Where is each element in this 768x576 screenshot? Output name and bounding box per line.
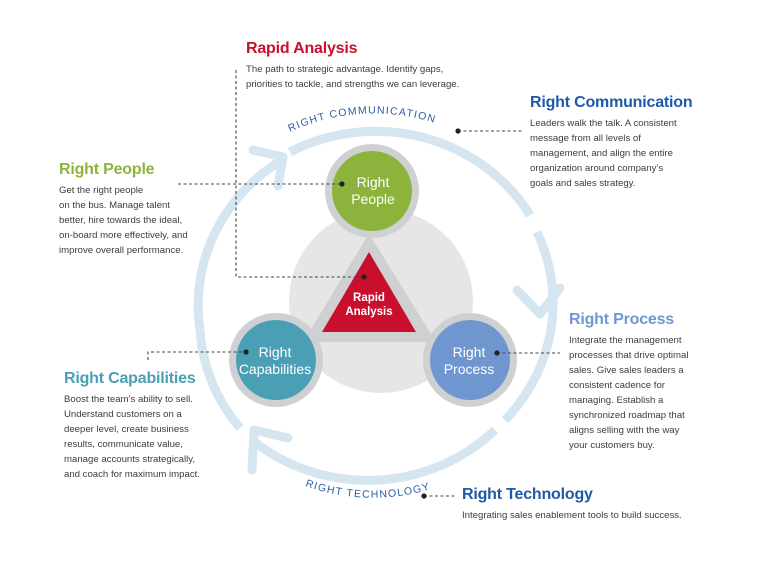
connector-dot-people bbox=[339, 181, 345, 187]
people-node[interactable] bbox=[332, 151, 412, 231]
rapid-analysis-line: The path to strategic advantage. Identif… bbox=[246, 64, 444, 75]
process-node-label-2: Process bbox=[444, 361, 495, 377]
process-line: consistent cadence for bbox=[569, 380, 665, 391]
connector-dot-capabilities bbox=[243, 349, 249, 355]
ring-arc-bottom bbox=[249, 426, 499, 485]
communication-line: organization around company’s bbox=[530, 163, 664, 174]
communication-block: Right Communication Leaders walk the tal… bbox=[530, 94, 750, 191]
connector-capabilities bbox=[147, 351, 246, 360]
arrow-head-right-icon bbox=[512, 283, 565, 319]
capabilities-node-label-1: Right bbox=[259, 344, 292, 360]
connector-dot-rapid bbox=[361, 274, 367, 280]
people-line: improve overall performance. bbox=[59, 245, 184, 256]
rapid-analysis-line: priorities to tackle, and strengths we c… bbox=[246, 79, 460, 90]
communication-desc: Leaders walk the talk. A consistent mess… bbox=[530, 116, 750, 191]
ring-arc-top bbox=[287, 126, 534, 218]
technology-line: Integrating sales enablement tools to bu… bbox=[462, 510, 682, 521]
connector-dot-process bbox=[494, 350, 500, 356]
ring-arc-lower-left bbox=[195, 329, 244, 431]
people-line: Get the right people bbox=[59, 185, 144, 196]
rapid-analysis-triangle[interactable] bbox=[322, 252, 416, 332]
communication-line: goals and sales strategy. bbox=[530, 178, 636, 189]
capabilities-block: Right Capabilities Boost the team’s abil… bbox=[64, 370, 254, 482]
process-node[interactable] bbox=[430, 320, 510, 400]
connector-dot-communication bbox=[455, 128, 461, 134]
capabilities-line: results, communicate value, bbox=[64, 439, 183, 450]
arrow-head-top-icon bbox=[248, 145, 288, 191]
people-desc: Get the right people on the bus. Manage … bbox=[59, 183, 229, 258]
capabilities-node[interactable] bbox=[236, 320, 316, 400]
process-block: Right Process Integrate the management p… bbox=[569, 311, 739, 453]
people-line: on the bus. Manage talent bbox=[59, 200, 170, 211]
center-label-2: Analysis bbox=[345, 306, 392, 318]
process-title: Right Process bbox=[569, 311, 674, 328]
people-node-label-2: People bbox=[351, 191, 395, 207]
ring-arc-right bbox=[501, 230, 558, 424]
capabilities-line: Understand customers on a bbox=[64, 409, 182, 420]
capabilities-desc: Boost the team’s ability to sell. Unders… bbox=[64, 392, 254, 482]
people-line: better, hire towards the ideal, bbox=[59, 215, 183, 226]
rapid-analysis-title: Rapid Analysis bbox=[246, 40, 358, 57]
connector-rapid-analysis bbox=[235, 70, 364, 278]
capabilities-line: deeper level, create business bbox=[64, 424, 189, 435]
capabilities-line: Boost the team’s ability to sell. bbox=[64, 394, 193, 405]
process-line: Integrate the management bbox=[569, 335, 682, 346]
technology-desc: Integrating sales enablement tools to bu… bbox=[462, 508, 762, 523]
capabilities-node-label-2: Capabilities bbox=[239, 361, 311, 377]
rapid-analysis-block: Rapid Analysis The path to strategic adv… bbox=[246, 40, 546, 92]
process-line: managing. Establish a bbox=[569, 395, 664, 406]
capabilities-title: Right Capabilities bbox=[64, 370, 196, 387]
people-line: on-board more effectively, and bbox=[59, 230, 188, 241]
arrow-head-bottom-left-icon bbox=[247, 425, 293, 475]
people-title: Right People bbox=[59, 161, 155, 178]
people-block: Right People Get the right people on the… bbox=[59, 161, 229, 258]
process-line: processes that drive optimal bbox=[569, 350, 689, 361]
process-line: synchronized roadmap that bbox=[569, 410, 685, 421]
technology-title: Right Technology bbox=[462, 486, 593, 503]
connector-dot-technology bbox=[421, 493, 427, 499]
process-line: your customers buy. bbox=[569, 440, 655, 451]
process-node-label-1: Right bbox=[453, 344, 486, 360]
ring-arc-upper-left bbox=[193, 156, 285, 331]
communication-line: Leaders walk the talk. A consistent bbox=[530, 118, 677, 129]
communication-line: message from all levels of bbox=[530, 133, 641, 144]
capabilities-line: and coach for maximum impact. bbox=[64, 469, 200, 480]
center-label-1: Rapid bbox=[353, 292, 385, 304]
cycle-ring bbox=[193, 126, 558, 485]
communication-line: management, and align the entire bbox=[530, 148, 673, 159]
people-node-label-1: Right bbox=[357, 174, 390, 190]
communication-title: Right Communication bbox=[530, 94, 693, 111]
process-line: sales. Give sales leaders a bbox=[569, 365, 684, 376]
technology-block: Right Technology Integrating sales enabl… bbox=[462, 486, 762, 523]
rapid-analysis-desc: The path to strategic advantage. Identif… bbox=[246, 62, 546, 92]
process-line: aligns selling with the way bbox=[569, 425, 680, 436]
capabilities-line: manage accounts strategically, bbox=[64, 454, 196, 465]
process-desc: Integrate the management processes that … bbox=[569, 333, 739, 453]
